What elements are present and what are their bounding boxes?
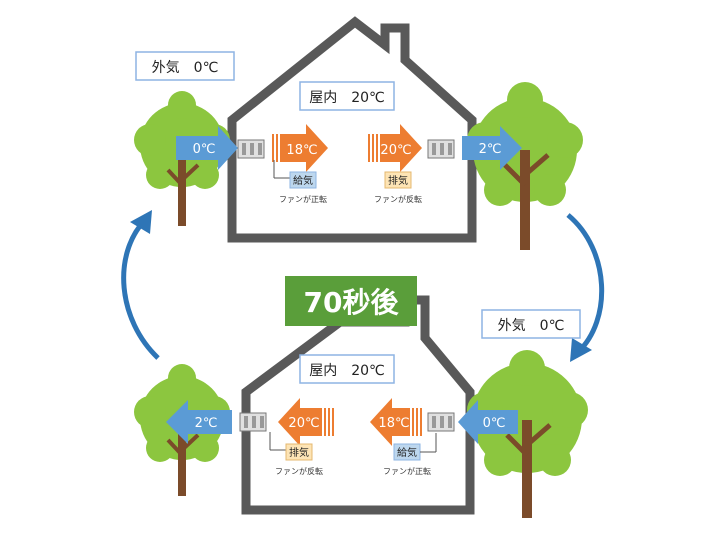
tree-top-right — [467, 82, 583, 250]
top-right-mode-tag: 排気 ファンが反転 — [374, 171, 422, 204]
bottom-right-mode-tag: 給気 ファンが正転 — [383, 433, 437, 476]
bottom-left-fan-unit — [239, 412, 267, 432]
outside-temp-text: 外気 0℃ — [498, 318, 565, 334]
bottom-house-outline — [241, 295, 475, 515]
indoor-label-bottom: 屋内 20℃ — [299, 354, 395, 384]
svg-text:2℃: 2℃ — [195, 416, 218, 431]
bottom-right-fan-unit — [427, 412, 455, 432]
svg-text:0℃: 0℃ — [483, 416, 506, 431]
svg-text:給気: 給気 — [293, 174, 313, 187]
bottom-house — [241, 295, 475, 515]
svg-text:2℃: 2℃ — [479, 142, 502, 157]
outside-label-bottom: 外気 0℃ — [481, 309, 581, 339]
svg-text:18℃: 18℃ — [378, 416, 409, 431]
svg-text:ファンが反転: ファンが反転 — [275, 466, 323, 476]
top-house-outline — [227, 16, 477, 243]
bottom-left-mode-tag: 排気 ファンが反転 — [269, 432, 323, 476]
svg-text:排気: 排気 — [289, 446, 309, 459]
elapsed-badge-text: 70秒後 — [304, 286, 400, 319]
svg-text:0℃: 0℃ — [193, 142, 216, 157]
top-right-fan-unit — [427, 139, 455, 159]
outside-label-top: 外気 0℃ — [135, 51, 235, 81]
top-left-fan-unit — [237, 139, 265, 159]
svg-text:20℃: 20℃ — [380, 143, 411, 158]
svg-text:給気: 給気 — [397, 446, 417, 459]
top-inner-right-orange-arrow: 20℃ — [366, 124, 422, 172]
top-house — [227, 16, 477, 243]
svg-text:18℃: 18℃ — [286, 143, 317, 158]
tree-trunk — [520, 150, 530, 250]
svg-text:ファンが反転: ファンが反転 — [374, 194, 422, 204]
elapsed-badge: 70秒後 — [285, 276, 417, 326]
top-right-blue-arrow: 2℃ — [462, 126, 522, 170]
top-left-blue-arrow: 0℃ — [176, 126, 238, 170]
outside-temp-text: 外気 0℃ — [152, 60, 219, 76]
svg-text:20℃: 20℃ — [288, 416, 319, 431]
indoor-temp-text: 屋内 20℃ — [309, 363, 385, 379]
bottom-inner-right-orange-arrow: 18℃ — [370, 398, 424, 446]
cycle-arrow-right — [566, 213, 605, 362]
cycle-arrow-left — [121, 210, 160, 360]
svg-text:ファンが正転: ファンが正転 — [383, 466, 431, 476]
tree-trunk — [178, 430, 186, 496]
bottom-inner-left-orange-arrow: 20℃ — [278, 398, 334, 446]
indoor-label-top: 屋内 20℃ — [299, 81, 395, 111]
top-left-mode-tag: 給気 ファンが正転 — [273, 160, 327, 204]
indoor-temp-text: 屋内 20℃ — [309, 90, 385, 106]
svg-text:排気: 排気 — [388, 174, 408, 187]
bottom-left-blue-arrow: 2℃ — [166, 400, 232, 444]
top-inner-left-orange-arrow: 18℃ — [270, 124, 328, 172]
tree-trunk — [522, 420, 532, 518]
bottom-right-blue-arrow: 0℃ — [458, 400, 518, 444]
svg-text:ファンが正転: ファンが正転 — [279, 194, 327, 204]
